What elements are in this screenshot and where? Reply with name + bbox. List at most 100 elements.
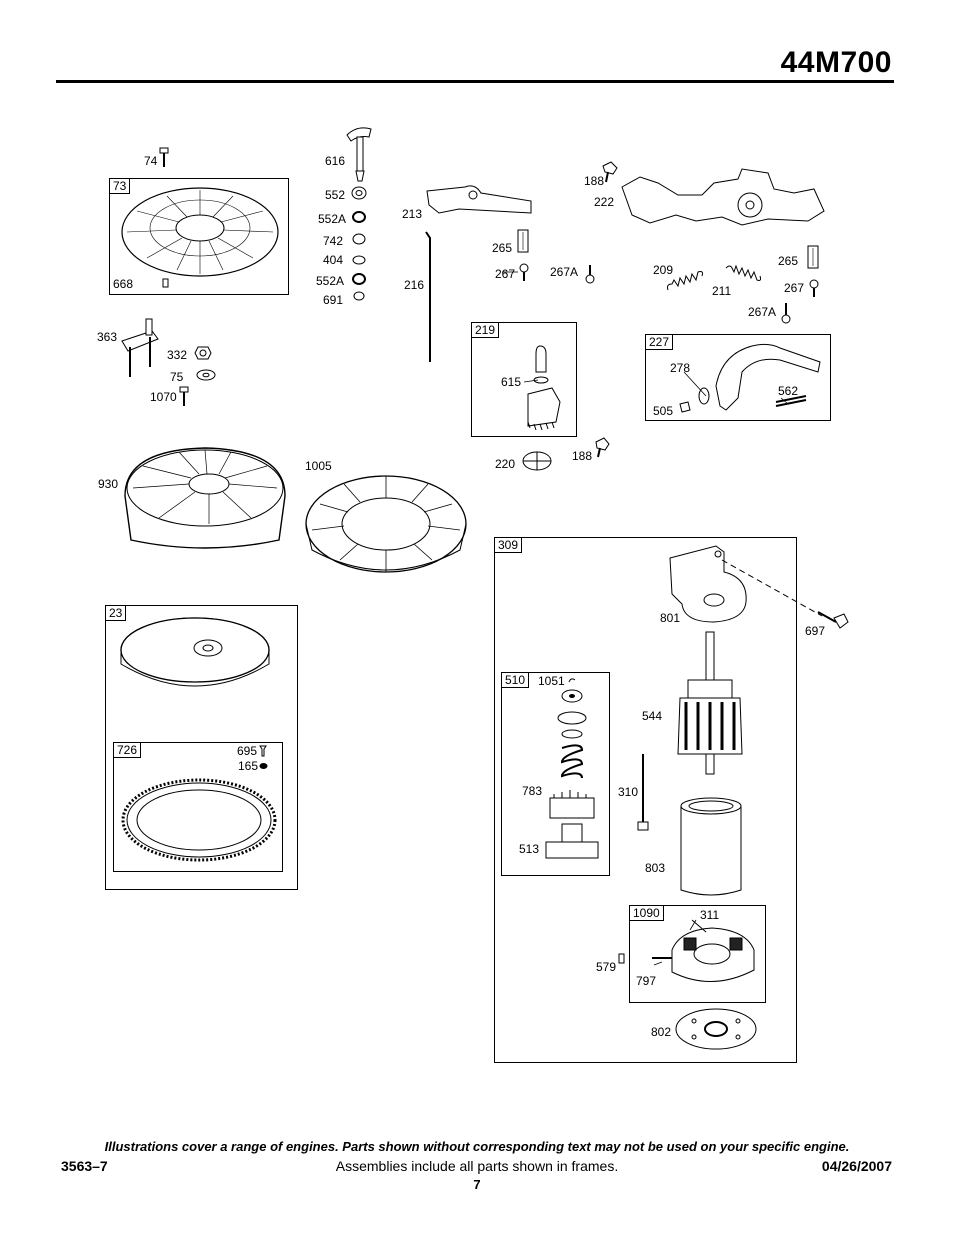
- blower-housing-73-drawing: [117, 186, 283, 282]
- blower-housing-930-drawing: [119, 444, 291, 558]
- screw-267A-drawing: [585, 264, 595, 284]
- frame-label: 1090: [630, 906, 664, 921]
- part-label: 552A: [316, 274, 345, 288]
- bolt-697-drawing: [816, 610, 850, 632]
- end-cap-801-drawing: [664, 544, 750, 626]
- ring-gear-726-drawing: [119, 774, 279, 864]
- part-label: 1070: [150, 390, 177, 404]
- part-label: 930: [98, 477, 119, 491]
- bracket-227-drawing: [672, 340, 824, 416]
- part-label: 802: [651, 1025, 672, 1039]
- flywheel-23-drawing: [116, 612, 274, 704]
- part-label: 311: [700, 908, 720, 922]
- screw-188-drawing: [599, 160, 619, 184]
- model-title: 44M700: [780, 46, 892, 79]
- gear-220-drawing: [522, 451, 552, 471]
- brush-assembly-1090-drawing: [650, 916, 760, 996]
- part-label: 267: [784, 281, 805, 295]
- frame-510: 510: [501, 672, 610, 876]
- part-label: 220: [495, 457, 516, 471]
- screw-267A-drawing: [781, 302, 791, 324]
- part-label: 188: [572, 449, 593, 463]
- part-label: 783: [522, 784, 543, 798]
- frame-227: 227: [645, 334, 831, 421]
- screw-695-drawing: [259, 745, 267, 757]
- frame-23: 23: [105, 605, 298, 890]
- spring-211-drawing: [724, 262, 764, 284]
- frame-1090: 1090: [629, 905, 766, 1003]
- frame-219: 219: [471, 322, 577, 437]
- part-label: 691: [323, 293, 344, 307]
- rod-216-drawing: [424, 230, 436, 364]
- part-label: 742: [323, 234, 344, 248]
- part-label: 332: [167, 348, 188, 362]
- housing-803-drawing: [677, 796, 745, 898]
- washer-75-drawing: [196, 369, 216, 381]
- frame-label: 510: [502, 673, 530, 688]
- part-label: 222: [594, 195, 615, 209]
- governor-lever-363-drawing: [118, 317, 162, 381]
- document-date: 04/26/2007: [821, 1158, 892, 1174]
- part-label: 1051: [538, 674, 565, 688]
- header-rule: [56, 80, 894, 83]
- part-label: 74: [144, 154, 158, 168]
- part-label: 211: [712, 284, 732, 298]
- part-label: 404: [323, 253, 344, 267]
- bolt-1070-drawing: [179, 387, 189, 407]
- part-label: 697: [805, 624, 826, 638]
- document-number: 3563–7: [61, 1158, 108, 1174]
- screw-267-drawing: [519, 264, 529, 282]
- clip-265-drawing: [806, 244, 820, 270]
- choke-615-drawing: [518, 344, 566, 430]
- part-label: 267: [495, 267, 516, 281]
- part-label: 695: [237, 744, 258, 758]
- clip-1051-drawing: [567, 676, 577, 686]
- part-label: 1005: [305, 459, 332, 473]
- assemblies-note: Assemblies include all parts shown in fr…: [335, 1158, 619, 1174]
- frame-label: 73: [110, 179, 131, 194]
- part-label: 562: [778, 384, 799, 398]
- footer-disclaimer: Illustrations cover a range of engines. …: [104, 1139, 850, 1154]
- part-label: 75: [170, 370, 184, 384]
- part-label: 213: [402, 207, 423, 221]
- frame-309: 309: [494, 537, 797, 1063]
- nut-332-drawing: [194, 345, 212, 361]
- part-label: 505: [653, 404, 674, 418]
- part-label: 668: [113, 277, 134, 291]
- part-label: 801: [660, 611, 681, 625]
- part-label: 165: [238, 759, 259, 773]
- part-label: 278: [670, 361, 691, 375]
- dipstick-616-drawing: [343, 125, 375, 183]
- screw-74-drawing: [159, 148, 169, 168]
- part-label: 267A: [550, 265, 579, 279]
- spring-209-drawing: [664, 266, 706, 294]
- frame-label: 726: [114, 743, 142, 758]
- armature-544-drawing: [670, 630, 750, 780]
- part-label: 363: [97, 330, 118, 344]
- part-label: 267A: [748, 305, 777, 319]
- frame-label: 227: [646, 335, 674, 350]
- part-label: 265: [492, 241, 513, 255]
- part-label: 544: [642, 709, 663, 723]
- frame-label: 219: [472, 323, 500, 338]
- part-label: 803: [645, 861, 666, 875]
- clip-668-drawing: [162, 278, 170, 288]
- part-label: 216: [404, 278, 425, 292]
- page-number: 7: [473, 1177, 481, 1192]
- control-bracket-222-drawing: [618, 165, 828, 235]
- screw-188-drawing: [592, 436, 610, 458]
- bracket-213-drawing: [419, 183, 535, 221]
- fan-1005-drawing: [300, 470, 472, 588]
- part-label: 797: [636, 974, 657, 988]
- part-label: 209: [653, 263, 674, 277]
- part-label: 615: [501, 375, 522, 389]
- frame-label: 23: [106, 606, 127, 621]
- seals-drawing: [349, 185, 369, 305]
- part-label: 265: [778, 254, 799, 268]
- part-label: 310: [618, 785, 639, 799]
- clip-579-drawing: [618, 953, 626, 965]
- clip-265-drawing: [516, 228, 530, 254]
- part-label: 552A: [318, 212, 347, 226]
- part-label: 616: [325, 154, 346, 168]
